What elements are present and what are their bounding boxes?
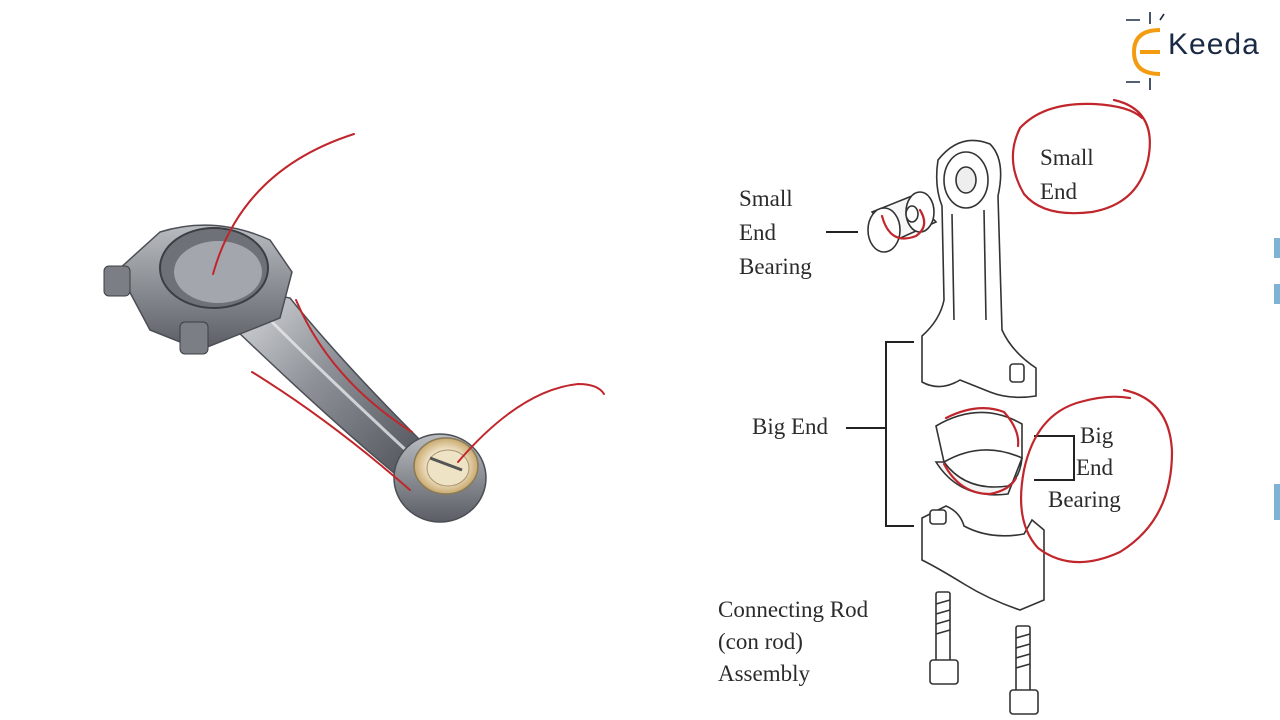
label-big-end-bearing: Big End Bearing — [1048, 420, 1121, 516]
right-edge-strip — [1274, 238, 1280, 520]
label-assembly: Connecting Rod (con rod) Assembly — [718, 594, 868, 690]
label-line: Big — [1048, 420, 1121, 452]
cap-bolt-left — [930, 592, 958, 684]
label-line: Small — [1040, 141, 1094, 175]
cap-bolt-right — [1010, 626, 1038, 714]
big-end-bearing-part — [936, 412, 1022, 494]
label-line: (con rod) — [718, 626, 868, 658]
label-line: Connecting Rod — [718, 594, 868, 626]
label-line: Bearing — [739, 250, 812, 284]
logo-wordmark: Keeda — [1168, 28, 1260, 62]
ekeeda-logo-mark — [1126, 12, 1164, 90]
diagram-annotations — [882, 100, 1172, 562]
label-small-end: Small End — [1040, 141, 1094, 209]
rod-upper-part — [922, 140, 1036, 397]
label-line: End — [739, 216, 812, 250]
bracket-big-end — [846, 342, 914, 526]
connecting-rod-photo — [104, 225, 486, 522]
label-line: Bearing — [1048, 484, 1121, 516]
rod-shank-rib — [262, 312, 408, 452]
exploded-diagram — [868, 140, 1044, 714]
big-end-bolt-right — [180, 322, 208, 354]
label-line: End — [1040, 175, 1094, 209]
label-line: Big End — [752, 410, 828, 444]
big-end-bore-inner — [174, 241, 262, 303]
big-end-bolt-left — [104, 266, 130, 296]
annotation-stroke — [458, 384, 604, 462]
small-end-bearing-part — [868, 192, 936, 252]
label-small-end-bearing: Small End Bearing — [739, 182, 812, 284]
label-line: Assembly — [718, 658, 868, 690]
label-big-end: Big End — [752, 410, 828, 444]
label-line: Small — [739, 182, 812, 216]
label-line: End — [1048, 452, 1121, 484]
